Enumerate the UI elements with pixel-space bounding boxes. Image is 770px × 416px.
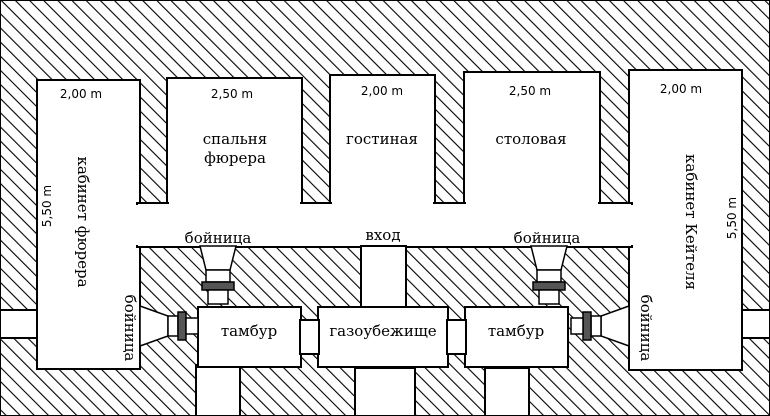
passage-right — [484, 367, 530, 416]
stub-right — [741, 309, 770, 339]
dim-left-cabinet-height: 5,50 m — [40, 185, 54, 227]
dim-dining-width: 2,50 m — [509, 84, 551, 98]
embrasure-top-left — [199, 245, 237, 305]
room-left-cabinet — [36, 79, 141, 370]
dim-right-cabinet-width: 2,00 m — [660, 82, 702, 96]
room-tambour-left — [197, 306, 302, 368]
room-bedroom — [166, 77, 303, 205]
dim-left-cabinet-width: 2,00 m — [60, 87, 102, 101]
label-loophole-side-right: бойница — [637, 295, 655, 362]
label-dining: столовая — [495, 130, 566, 148]
embrasure-side-left — [139, 304, 199, 348]
passage-left — [195, 364, 241, 416]
room-right-cabinet — [628, 69, 743, 371]
label-gas-shelter: газоубежище — [329, 322, 436, 340]
label-entrance: вход — [365, 226, 400, 244]
passage-center — [354, 367, 416, 416]
embrasure-top-right — [530, 245, 568, 305]
label-loophole-top-left: бойница — [185, 229, 252, 247]
embrasure-side-right — [570, 304, 630, 348]
label-tambour-right: тамбур — [488, 322, 544, 340]
connector-right — [446, 319, 467, 355]
label-left-cabinet: кабинет фюрера — [74, 156, 92, 287]
label-bedroom-line2: фюрера — [204, 149, 266, 167]
dim-bedroom-width: 2,50 m — [211, 87, 253, 101]
entrance-passage — [360, 245, 407, 311]
label-tambour-left: тамбур — [221, 322, 277, 340]
lower-structure — [0, 245, 770, 416]
dim-living-width: 2,00 m — [361, 84, 403, 98]
label-right-cabinet: кабинет Кейтеля — [682, 154, 700, 290]
label-loophole-side-left: бойница — [121, 295, 139, 362]
room-tambour-right — [464, 306, 569, 368]
dim-right-cabinet-height: 5,50 m — [725, 197, 739, 239]
label-living: гостиная — [346, 130, 418, 148]
stub-left — [0, 309, 38, 339]
room-living — [329, 74, 436, 205]
label-loophole-top-right: бойница — [514, 229, 581, 247]
connector-left — [299, 319, 320, 355]
label-bedroom-line1: спальня — [203, 130, 268, 148]
